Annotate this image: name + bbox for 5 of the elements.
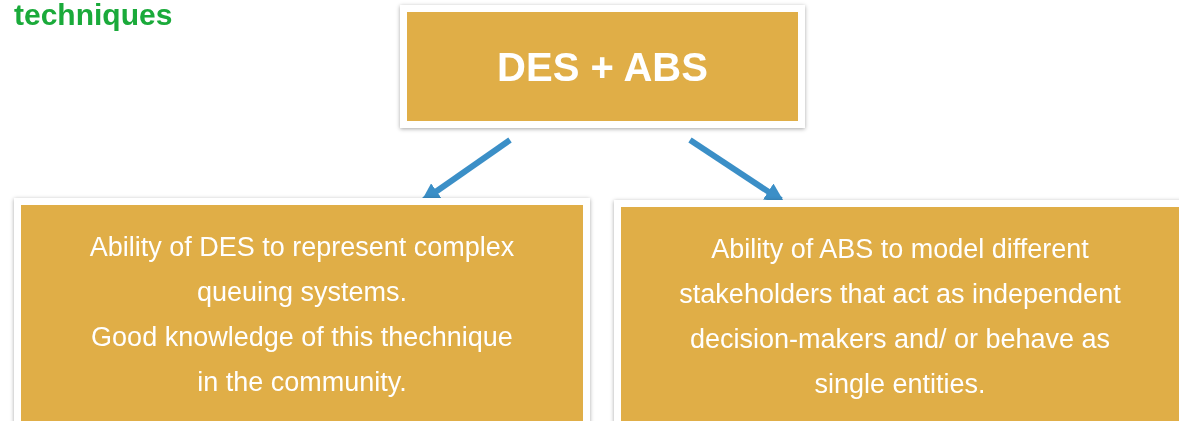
box-text: Good knowledge of this thechnique in the community. [90,321,514,399]
box-text: Ability of ABS to model different stakeholders that act as independent decision-makers and/ or behave as single entities. [678,233,1122,401]
title-text: techniques [14,0,173,32]
box-title: DES + ABS [497,43,708,91]
box-text: Ability of DES to represent complex queuing systems. [88,231,516,309]
